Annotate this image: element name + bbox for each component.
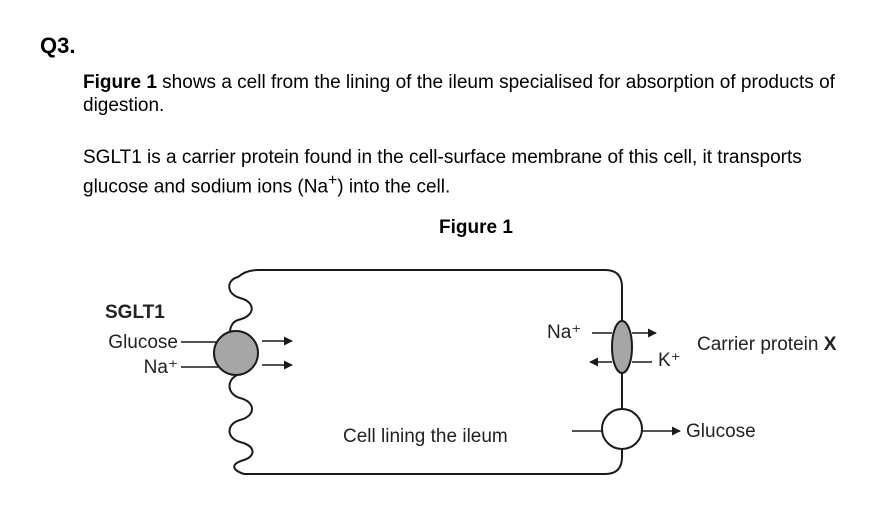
glucose-out-label: Glucose bbox=[686, 421, 756, 442]
figure-reference: Figure 1 bbox=[83, 72, 157, 93]
question-paragraph-1: Figure 1 shows a cell from the lining of… bbox=[83, 71, 863, 117]
question-number: Q3. bbox=[40, 33, 76, 58]
paragraph-1-text: shows a cell from the lining of the ileu… bbox=[83, 72, 835, 116]
carrier-protein-x-label: Carrier protein X bbox=[697, 334, 837, 355]
figure-caption: Figure 1 bbox=[0, 217, 892, 239]
cell-lining-label: Cell lining the ileum bbox=[343, 426, 508, 447]
paragraph-2-text-start: SGLT1 is a carrier protein found in the … bbox=[83, 147, 802, 198]
carrier-protein-prefix: Carrier protein bbox=[697, 334, 824, 355]
na-in-label: Na⁺ bbox=[144, 357, 178, 378]
carrier-protein-x bbox=[601, 408, 643, 450]
na-top-label: Na⁺ bbox=[547, 322, 581, 343]
na-k-pump-protein bbox=[611, 320, 633, 374]
sglt1-protein bbox=[213, 330, 259, 376]
cell-membrane bbox=[228, 269, 623, 475]
paragraph-2-text-end: ) into the cell. bbox=[337, 176, 451, 198]
sglt1-label: SGLT1 bbox=[105, 302, 165, 323]
k-plus-label: K⁺ bbox=[658, 350, 681, 371]
glucose-in-label: Glucose bbox=[108, 332, 178, 353]
figure-caption-text: Figure 1 bbox=[439, 217, 513, 238]
question-paragraph-2: SGLT1 is a carrier protein found in the … bbox=[83, 146, 863, 198]
carrier-protein-letter: X bbox=[824, 334, 837, 355]
cell-diagram: SGLT1 Glucose Na⁺ Na⁺ K⁺ Carrier protein… bbox=[105, 269, 837, 475]
na-superscript: + bbox=[328, 172, 338, 189]
